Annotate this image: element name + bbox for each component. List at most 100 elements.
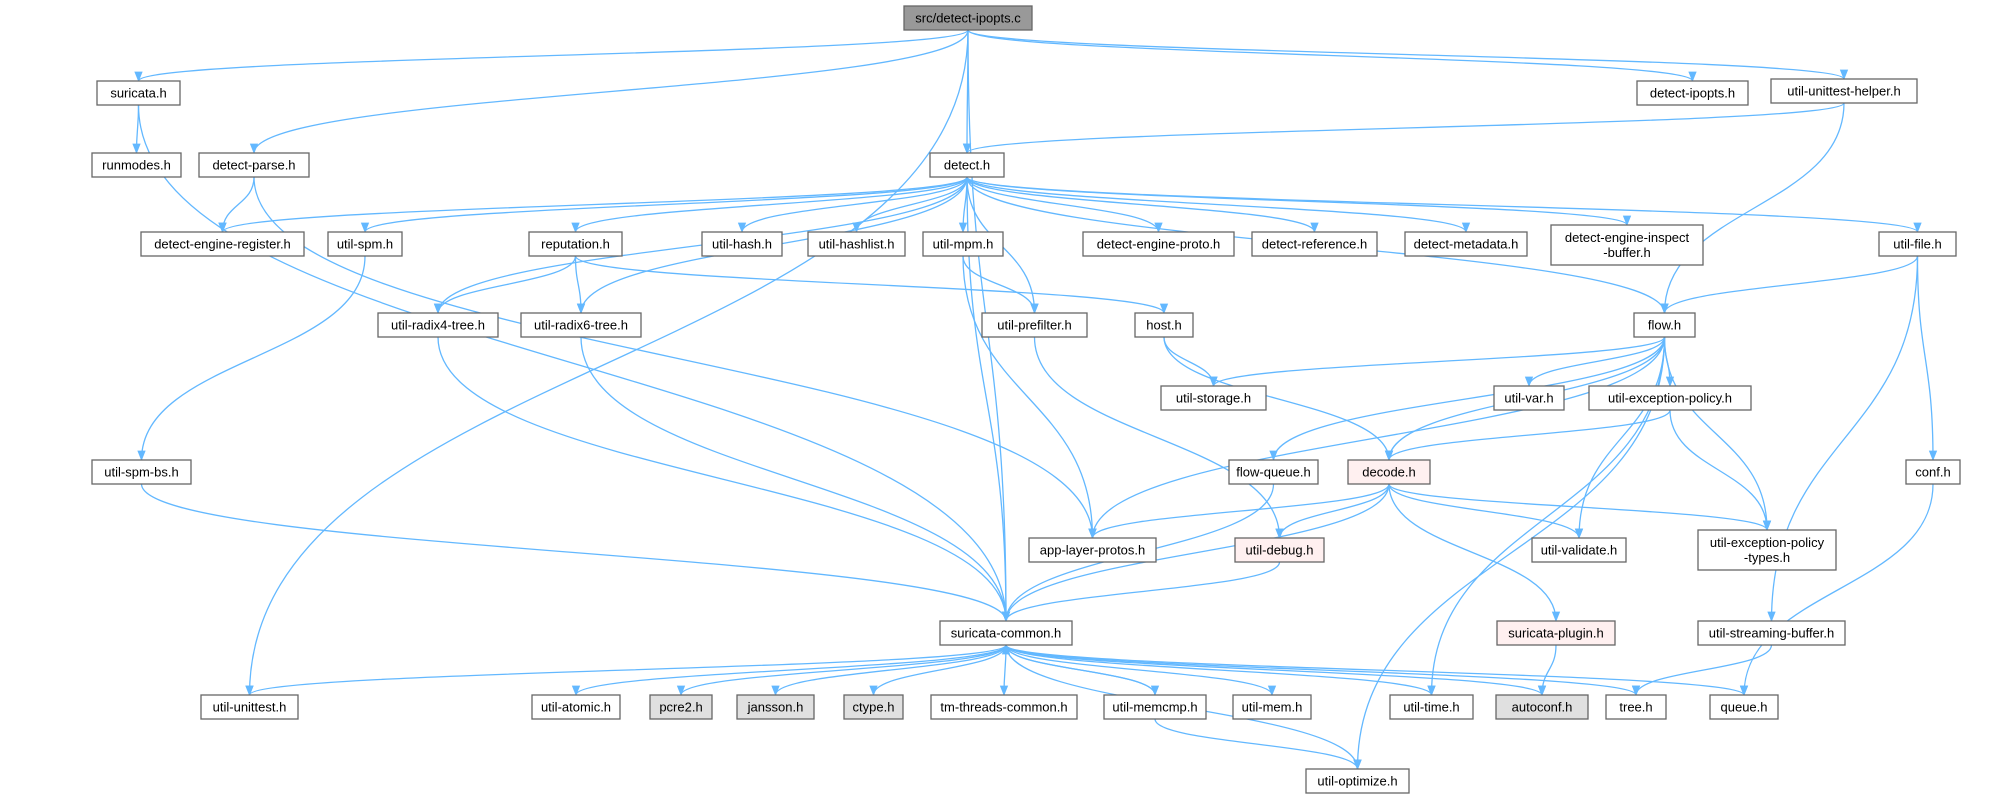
node-box[interactable] <box>922 231 1004 257</box>
node-box[interactable] <box>200 694 299 720</box>
node-util-radix4-tree-h[interactable]: util-radix4-tree.h <box>377 312 499 338</box>
node-box[interactable] <box>1493 385 1565 411</box>
node-box[interactable] <box>1347 459 1431 485</box>
node-jansson-h[interactable]: jansson.h <box>736 694 815 720</box>
node-box[interactable] <box>1082 231 1235 257</box>
node-box[interactable] <box>1697 620 1846 646</box>
node-box[interactable] <box>140 231 305 257</box>
node-box[interactable] <box>1709 694 1779 720</box>
node-util-streaming-buffer-h[interactable]: util-streaming-buffer.h <box>1697 620 1846 646</box>
node-box[interactable] <box>649 694 713 720</box>
node-box[interactable] <box>1234 537 1325 563</box>
node-box[interactable] <box>1495 694 1589 720</box>
node-box[interactable] <box>1028 537 1157 563</box>
node-box[interactable] <box>807 231 906 257</box>
node-util-exception-policy-h[interactable]: util-exception-policy.h <box>1588 385 1752 411</box>
node-box[interactable] <box>981 312 1088 338</box>
node-box[interactable] <box>1228 459 1319 485</box>
node-util-mem-h[interactable]: util-mem.h <box>1232 694 1312 720</box>
node-util-spm-h[interactable]: util-spm.h <box>327 231 403 257</box>
node-util-memcmp-h[interactable]: util-memcmp.h <box>1103 694 1207 720</box>
node-runmodes-h[interactable]: runmodes.h <box>91 152 182 178</box>
node-util-exception-policy-types-h[interactable]: util-exception-policy-types.h <box>1697 529 1837 571</box>
node-util-mpm-h[interactable]: util-mpm.h <box>922 231 1004 257</box>
node-autoconf-h[interactable]: autoconf.h <box>1495 694 1589 720</box>
node-util-radix6-tree-h[interactable]: util-radix6-tree.h <box>520 312 642 338</box>
node-box[interactable] <box>1633 312 1696 338</box>
node-suricata-common-h[interactable]: suricata-common.h <box>939 620 1073 646</box>
node-box[interactable] <box>96 80 181 106</box>
node-box[interactable] <box>531 694 621 720</box>
node-conf-h[interactable]: conf.h <box>1905 459 1961 485</box>
node-box[interactable] <box>1550 224 1704 266</box>
node-host-h[interactable]: host.h <box>1134 312 1194 338</box>
node-util-optimize-h[interactable]: util-optimize.h <box>1305 768 1410 794</box>
node-util-prefilter-h[interactable]: util-prefilter.h <box>981 312 1088 338</box>
node-box[interactable] <box>1232 694 1312 720</box>
node-box[interactable] <box>1905 459 1961 485</box>
node-box[interactable] <box>939 620 1073 646</box>
node-detect-h[interactable]: detect.h <box>929 152 1005 178</box>
node-suricata-h[interactable]: suricata.h <box>96 80 181 106</box>
node-detect-parse-h[interactable]: detect-parse.h <box>198 152 310 178</box>
node-box[interactable] <box>1636 80 1749 106</box>
node-box[interactable] <box>1496 620 1616 646</box>
node-util-time-h[interactable]: util-time.h <box>1389 694 1474 720</box>
node-box[interactable] <box>736 694 815 720</box>
node-reputation-h[interactable]: reputation.h <box>528 231 623 257</box>
node-tree-h[interactable]: tree.h <box>1605 694 1667 720</box>
node-box[interactable] <box>929 152 1005 178</box>
node-detect-engine-register-h[interactable]: detect-engine-register.h <box>140 231 305 257</box>
node-box[interactable] <box>1389 694 1474 720</box>
node-util-debug-h[interactable]: util-debug.h <box>1234 537 1325 563</box>
node-src-detect-ipopts-c[interactable]: src/detect-ipopts.c <box>903 5 1033 31</box>
node-box[interactable] <box>520 312 642 338</box>
node-box[interactable] <box>1588 385 1752 411</box>
node-box[interactable] <box>1103 694 1207 720</box>
node-util-hash-h[interactable]: util-hash.h <box>701 231 783 257</box>
node-util-unittest-helper-h[interactable]: util-unittest-helper.h <box>1770 78 1918 104</box>
node-box[interactable] <box>91 152 182 178</box>
node-util-atomic-h[interactable]: util-atomic.h <box>531 694 621 720</box>
node-box[interactable] <box>528 231 623 257</box>
node-util-hashlist-h[interactable]: util-hashlist.h <box>807 231 906 257</box>
node-util-storage-h[interactable]: util-storage.h <box>1160 385 1267 411</box>
node-ctype-h[interactable]: ctype.h <box>843 694 904 720</box>
node-detect-engine-proto-h[interactable]: detect-engine-proto.h <box>1082 231 1235 257</box>
node-box[interactable] <box>1305 768 1410 794</box>
node-box[interactable] <box>198 152 310 178</box>
node-util-var-h[interactable]: util-var.h <box>1493 385 1565 411</box>
node-detect-engine-inspect-buffer-h[interactable]: detect-engine-inspect-buffer.h <box>1550 224 1704 266</box>
node-tm-threads-common-h[interactable]: tm-threads-common.h <box>930 694 1078 720</box>
node-box[interactable] <box>1605 694 1667 720</box>
node-box[interactable] <box>903 5 1033 31</box>
node-box[interactable] <box>327 231 403 257</box>
node-util-spm-bs-h[interactable]: util-spm-bs.h <box>91 459 192 485</box>
node-box[interactable] <box>91 459 192 485</box>
node-queue-h[interactable]: queue.h <box>1709 694 1779 720</box>
node-box[interactable] <box>1404 231 1528 257</box>
node-util-validate-h[interactable]: util-validate.h <box>1531 537 1627 563</box>
node-decode-h[interactable]: decode.h <box>1347 459 1431 485</box>
node-box[interactable] <box>1770 78 1918 104</box>
node-suricata-plugin-h[interactable]: suricata-plugin.h <box>1496 620 1616 646</box>
node-flow-queue-h[interactable]: flow-queue.h <box>1228 459 1319 485</box>
node-box[interactable] <box>1878 231 1957 257</box>
node-box[interactable] <box>1697 529 1837 571</box>
node-util-unittest-h[interactable]: util-unittest.h <box>200 694 299 720</box>
node-detect-metadata-h[interactable]: detect-metadata.h <box>1404 231 1528 257</box>
node-detect-reference-h[interactable]: detect-reference.h <box>1251 231 1378 257</box>
node-box[interactable] <box>377 312 499 338</box>
node-box[interactable] <box>930 694 1078 720</box>
node-box[interactable] <box>1134 312 1194 338</box>
node-box[interactable] <box>701 231 783 257</box>
node-app-layer-protos-h[interactable]: app-layer-protos.h <box>1028 537 1157 563</box>
node-box[interactable] <box>1531 537 1627 563</box>
node-box[interactable] <box>1251 231 1378 257</box>
node-box[interactable] <box>843 694 904 720</box>
node-detect-ipopts-h[interactable]: detect-ipopts.h <box>1636 80 1749 106</box>
node-box[interactable] <box>1160 385 1267 411</box>
node-flow-h[interactable]: flow.h <box>1633 312 1696 338</box>
node-util-file-h[interactable]: util-file.h <box>1878 231 1957 257</box>
node-pcre2-h[interactable]: pcre2.h <box>649 694 713 720</box>
